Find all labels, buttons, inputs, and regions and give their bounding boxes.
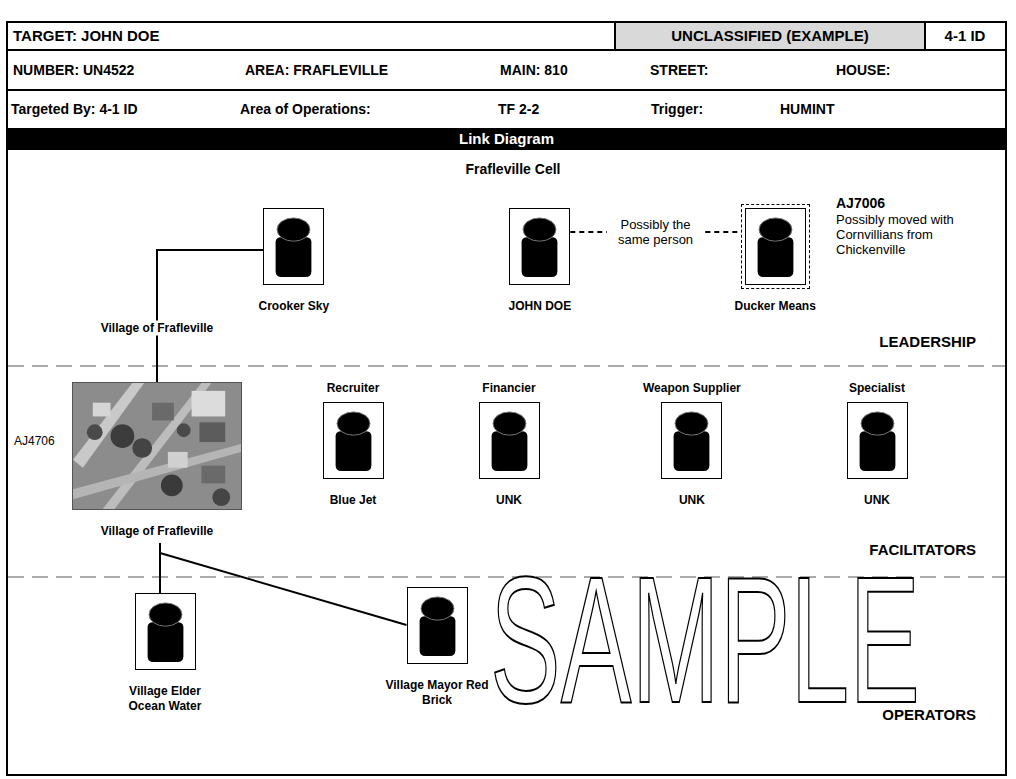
role-heading: Financier bbox=[482, 381, 535, 396]
title-bar bbox=[7, 128, 1006, 150]
person-silhouette bbox=[746, 209, 805, 284]
cell-name: Frafleville Cell bbox=[466, 160, 561, 178]
section-label: FACILITATORS bbox=[867, 541, 978, 559]
person-silhouette bbox=[662, 403, 721, 478]
header-field: AREA: FRAFLEVILLE bbox=[245, 61, 388, 79]
link-line bbox=[160, 553, 407, 625]
watermark: SAMPLE bbox=[490, 550, 920, 730]
section-label: OPERATORS bbox=[880, 706, 978, 724]
role-heading: Specialist bbox=[849, 381, 905, 396]
person-icon bbox=[745, 208, 806, 285]
header-field: STREET: bbox=[650, 61, 708, 79]
node-name: Crooker Sky bbox=[259, 299, 330, 314]
node-name: Ducker Means bbox=[735, 299, 816, 314]
header-cell-fill bbox=[615, 22, 925, 50]
unit-marking: 4-1 ID bbox=[945, 27, 986, 45]
person-node: SpecialistUNK bbox=[847, 381, 908, 508]
grid-reference: AJ7006 bbox=[836, 194, 885, 212]
node-name: Village of Frafleville bbox=[101, 524, 214, 539]
link-line bbox=[157, 250, 263, 382]
link-label: Village of Frafleville bbox=[98, 321, 217, 336]
header-field: Area of Operations: bbox=[240, 100, 371, 118]
node-name: Blue Jet bbox=[330, 493, 377, 508]
node-name: UNK bbox=[864, 493, 890, 508]
node-name: JOHN DOE bbox=[509, 299, 572, 314]
person-silhouette bbox=[480, 403, 539, 478]
node-name: Village Elder Ocean Water bbox=[113, 684, 218, 714]
header-field: HUMINT bbox=[780, 100, 834, 118]
person-node: JOHN DOE bbox=[509, 208, 572, 314]
person-silhouette bbox=[136, 594, 195, 669]
cell-line bbox=[614, 22, 616, 50]
person-icon bbox=[509, 208, 570, 285]
node-name: UNK bbox=[679, 493, 705, 508]
map-node: AJ4706Village of Frafleville bbox=[72, 382, 242, 539]
link-line bbox=[159, 543, 161, 593]
row-line bbox=[7, 49, 1006, 51]
person-node: Village Mayor Red Brick bbox=[385, 587, 490, 708]
person-silhouette bbox=[408, 588, 467, 663]
person-icon bbox=[847, 402, 908, 479]
person-icon bbox=[323, 402, 384, 479]
person-node: Village Elder Ocean Water bbox=[113, 593, 218, 714]
row-line bbox=[7, 89, 1006, 91]
node-name: UNK bbox=[496, 493, 522, 508]
header-field: HOUSE: bbox=[836, 61, 890, 79]
person-icon bbox=[135, 593, 196, 670]
person-icon bbox=[661, 402, 722, 479]
aerial-photo-image bbox=[73, 383, 241, 509]
aerial-photo bbox=[72, 382, 242, 510]
grid-reference: AJ4706 bbox=[14, 434, 55, 449]
person-silhouette bbox=[510, 209, 569, 284]
header-field: NUMBER: UN4522 bbox=[13, 61, 134, 79]
header-field: TF 2-2 bbox=[498, 100, 539, 118]
header-field: Targeted By: 4-1 ID bbox=[11, 100, 138, 118]
person-silhouette bbox=[848, 403, 907, 478]
outer-frame bbox=[7, 22, 1006, 775]
person-icon bbox=[407, 587, 468, 664]
person-silhouette bbox=[264, 209, 323, 284]
person-silhouette bbox=[324, 403, 383, 478]
role-heading: Weapon Supplier bbox=[643, 381, 741, 396]
classification-marking: UNCLASSIFIED (EXAMPLE) bbox=[671, 27, 869, 45]
diagram-title: Link Diagram bbox=[7, 130, 1006, 148]
header-field: MAIN: 810 bbox=[500, 61, 568, 79]
header-field: TARGET: JOHN DOE bbox=[13, 27, 159, 45]
person-node: Ducker Means bbox=[735, 208, 816, 314]
person-node: RecruiterBlue Jet bbox=[323, 381, 384, 508]
person-icon bbox=[479, 402, 540, 479]
role-heading: Recruiter bbox=[327, 381, 380, 396]
link-label: Possibly the same person bbox=[607, 217, 705, 247]
person-node: FinancierUNK bbox=[479, 381, 540, 508]
header-field: Trigger: bbox=[651, 100, 703, 118]
section-label: LEADERSHIP bbox=[877, 333, 978, 351]
person-node: Weapon SupplierUNK bbox=[643, 381, 741, 508]
node-name: Village Mayor Red Brick bbox=[385, 678, 490, 708]
person-icon bbox=[263, 208, 324, 285]
person-node: Crooker Sky bbox=[259, 208, 330, 314]
callout-note: Possibly moved with Cornvillians from Ch… bbox=[836, 212, 961, 257]
cell-line bbox=[924, 22, 926, 50]
